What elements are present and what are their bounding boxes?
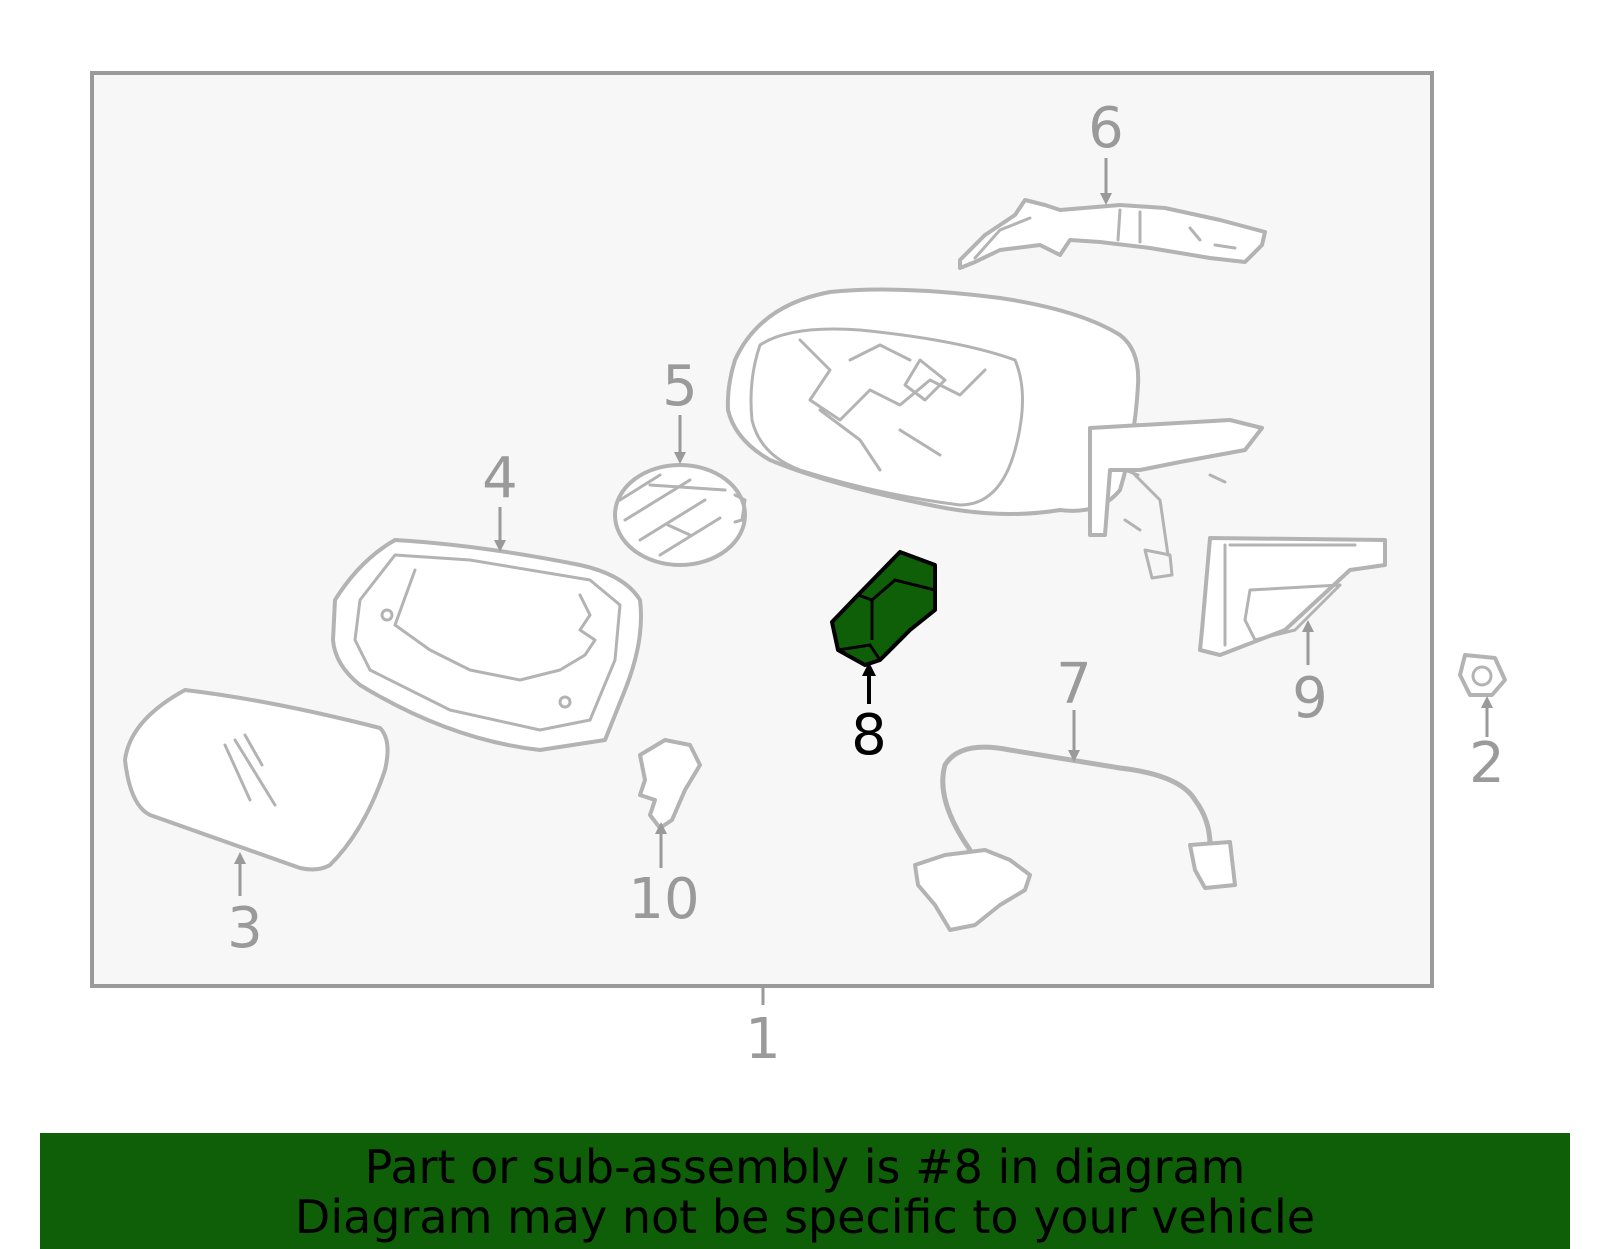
part-4-mirror-frame[interactable] (331, 538, 643, 752)
part-9-lower-cover[interactable] (1198, 536, 1387, 657)
callout-5: 5 (662, 354, 698, 419)
callout-4: 4 (482, 446, 518, 511)
callout-6: 6 (1088, 96, 1124, 161)
callout-arrows (234, 158, 1493, 896)
info-banner: Part or sub-assembly is #8 in diagram Di… (40, 1133, 1570, 1249)
callout-9: 9 (1292, 666, 1328, 731)
part-2-nut[interactable] (1458, 653, 1507, 697)
part-5-actuator[interactable] (613, 463, 747, 567)
part-3-mirror-glass[interactable] (123, 688, 390, 872)
callout-7: 7 (1056, 652, 1092, 717)
callout-1: 1 (745, 1007, 781, 1072)
callout-3: 3 (227, 896, 263, 961)
part-1-mirror-housing[interactable] (725, 287, 1264, 580)
part-7-wiring-harness[interactable] (913, 744, 1237, 932)
callout-8-highlighted: 8 (851, 703, 887, 768)
callout-10: 10 (628, 867, 699, 932)
part-6-turn-signal[interactable] (958, 198, 1267, 270)
banner-line-1: Part or sub-assembly is #8 in diagram (364, 1140, 1246, 1194)
part-10-bracket[interactable] (638, 738, 702, 830)
part-8-highlighted-switch[interactable] (830, 550, 937, 667)
banner-line-2: Diagram may not be specific to your vehi… (294, 1190, 1316, 1244)
callout-2: 2 (1469, 731, 1505, 796)
